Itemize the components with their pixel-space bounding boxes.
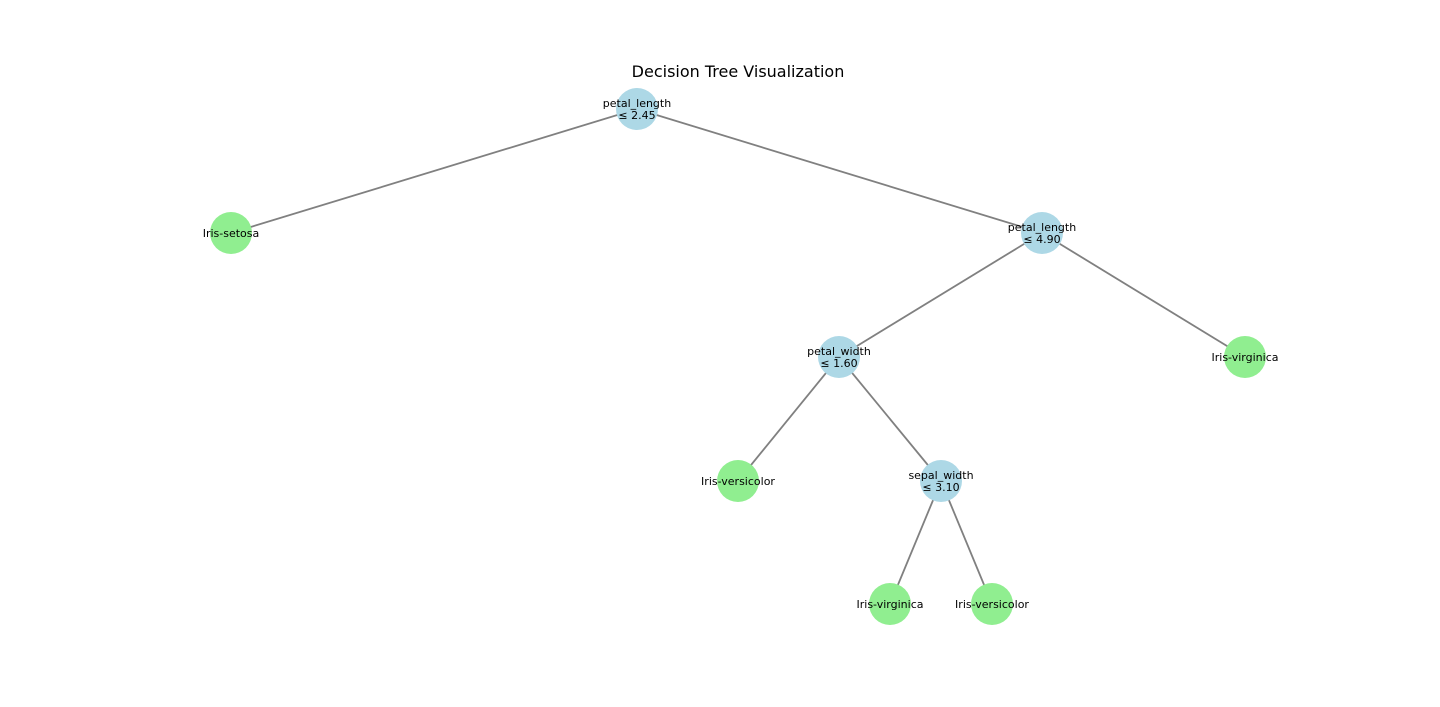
node-circle	[210, 212, 252, 254]
edges-layer	[230, 108, 1246, 605]
node-label: ≤ 1.60	[820, 357, 857, 370]
node-circle	[1021, 212, 1063, 254]
node-circle	[920, 460, 962, 502]
leaf-node-n5: Iris-versicolor	[701, 460, 775, 502]
decision-node-n6: sepal_width≤ 3.10	[908, 460, 974, 502]
tree-edge-n2-n3	[838, 232, 1043, 358]
node-label: ≤ 4.90	[1023, 233, 1060, 246]
tree-edge-n2-n4	[1041, 232, 1246, 358]
node-circle	[616, 88, 658, 130]
node-label: Iris-virginica	[1212, 351, 1279, 364]
tree-edge-n0-n2	[636, 108, 1043, 234]
node-label: ≤ 3.10	[922, 481, 959, 494]
node-label: petal_width	[807, 345, 871, 358]
node-label: Iris-setosa	[203, 227, 260, 240]
node-label: ≤ 2.45	[618, 109, 655, 122]
node-label: Iris-versicolor	[701, 475, 775, 488]
node-label: sepal_width	[908, 469, 973, 482]
node-label: Iris-versicolor	[955, 598, 1029, 611]
leaf-node-n8: Iris-versicolor	[955, 583, 1029, 625]
tree-edge-n6-n8	[940, 480, 993, 605]
tree-edge-n3-n6	[838, 356, 942, 482]
node-label: Iris-virginica	[857, 598, 924, 611]
node-label: petal_length	[603, 97, 671, 110]
node-circle	[1224, 336, 1266, 378]
tree-edge-n6-n7	[889, 480, 942, 605]
leaf-node-n4: Iris-virginica	[1212, 336, 1279, 378]
decision-node-n0: petal_length≤ 2.45	[603, 88, 671, 130]
node-label: petal_length	[1008, 221, 1076, 234]
decision-node-n2: petal_length≤ 4.90	[1008, 212, 1076, 254]
node-circle	[818, 336, 860, 378]
diagram-title: Decision Tree Visualization	[632, 62, 845, 81]
tree-edge-n0-n1	[230, 108, 638, 234]
leaf-node-n7: Iris-virginica	[857, 583, 924, 625]
decision-node-n3: petal_width≤ 1.60	[807, 336, 871, 378]
tree-edge-n3-n5	[737, 356, 840, 482]
node-circle	[717, 460, 759, 502]
node-circle	[869, 583, 911, 625]
leaf-node-n1: Iris-setosa	[203, 212, 260, 254]
node-circle	[971, 583, 1013, 625]
